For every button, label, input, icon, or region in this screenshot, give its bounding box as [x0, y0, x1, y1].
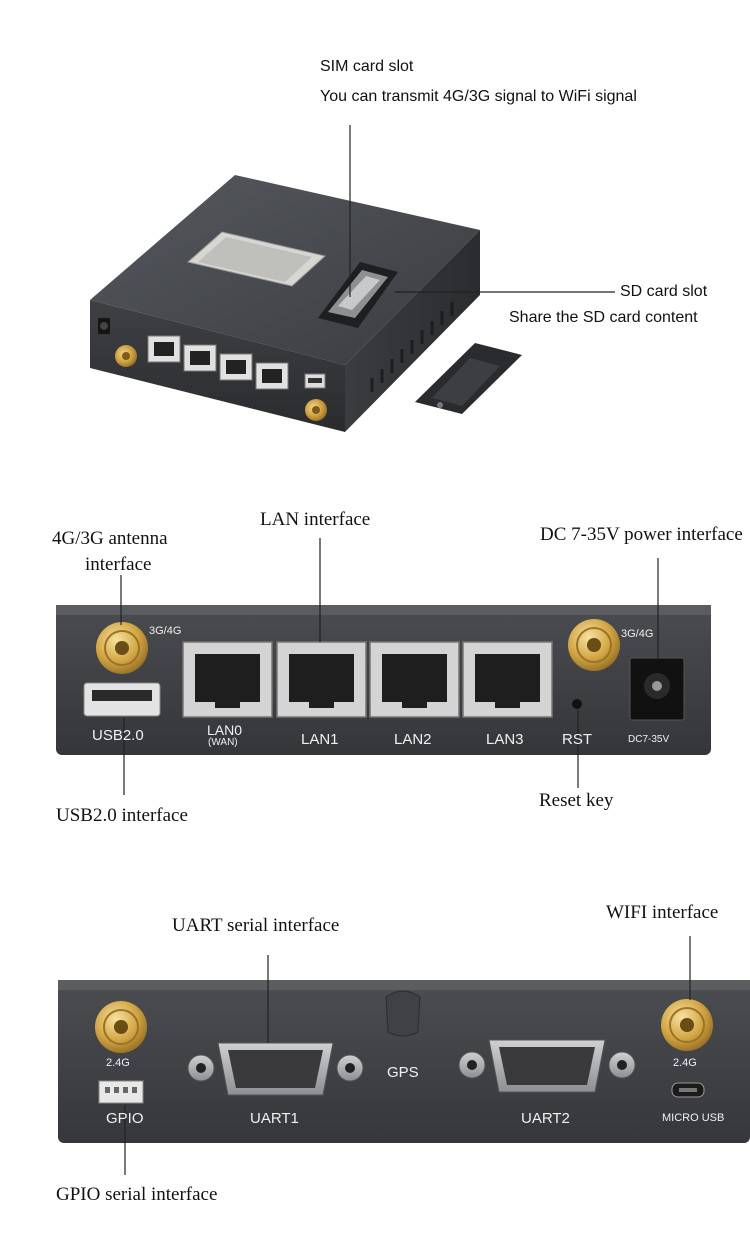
uart2-label: UART2 [521, 1110, 570, 1127]
side-vents [370, 302, 454, 392]
router-isometric-illustration [90, 125, 615, 432]
power-callout: DC 7-35V power interface [540, 524, 743, 545]
gpio-header [98, 1080, 144, 1104]
usb-label: USB2.0 [92, 727, 144, 744]
uart2-db9-connector [458, 1039, 636, 1093]
front-panel-illustration [56, 538, 711, 795]
sim-slot-callout-desc: You can transmit 4G/3G signal to WiFi si… [320, 88, 637, 105]
usb-callout: USB2.0 interface [56, 805, 188, 826]
back-panel-photo: UART serial interface WIFI interface GPI… [0, 860, 750, 1248]
antenna-callout-line1: 4G/3G antenna [52, 528, 168, 549]
antenna-callout-line2: interface [85, 554, 152, 575]
back-panel-illustration [58, 936, 750, 1175]
lan0-sub-label: (WAN) [208, 737, 238, 748]
reset-hole [572, 699, 582, 709]
router-side-face [345, 230, 480, 432]
gps-label: GPS [387, 1064, 419, 1081]
ant-right-24g-label: 2.4G [673, 1057, 697, 1069]
sim-slot-callout-title: SIM card slot [320, 58, 414, 75]
reset-callout: Reset key [539, 790, 614, 811]
wifi-callout: WIFI interface [606, 902, 719, 923]
sd-slot-callout-desc: Share the SD card content [509, 309, 698, 326]
uart-callout: UART serial interface [172, 915, 340, 936]
ant-right-label: 3G/4G [621, 628, 654, 640]
lan-ports [182, 641, 553, 718]
ant-left-label: 3G/4G [149, 625, 182, 637]
rst-label: RST [562, 731, 592, 748]
gpio-label: GPIO [106, 1110, 144, 1127]
top-product-photo: SIM card slot You can transmit 4G/3G sig… [0, 0, 750, 470]
dc-label: DC7-35V [628, 734, 670, 745]
lan1-label: LAN1 [301, 731, 339, 748]
front-panel-photo: 4G/3G antenna interface LAN interface DC… [0, 490, 750, 840]
micro-usb-label: MICRO USB [662, 1112, 725, 1124]
ant-left-24g-label: 2.4G [106, 1057, 130, 1069]
uart1-db9-connector [187, 1042, 364, 1096]
lan0-label: LAN0 [207, 722, 243, 738]
sd-slot-callout-title: SD card slot [620, 283, 708, 300]
lan-callout: LAN interface [260, 509, 371, 530]
lan2-label: LAN2 [394, 731, 432, 748]
gpio-callout: GPIO serial interface [56, 1184, 218, 1205]
uart1-label: UART1 [250, 1110, 299, 1127]
router-front-face [90, 300, 345, 432]
lan3-label: LAN3 [486, 731, 524, 748]
back-panel-body [58, 980, 750, 1143]
gps-cover [385, 990, 421, 1037]
